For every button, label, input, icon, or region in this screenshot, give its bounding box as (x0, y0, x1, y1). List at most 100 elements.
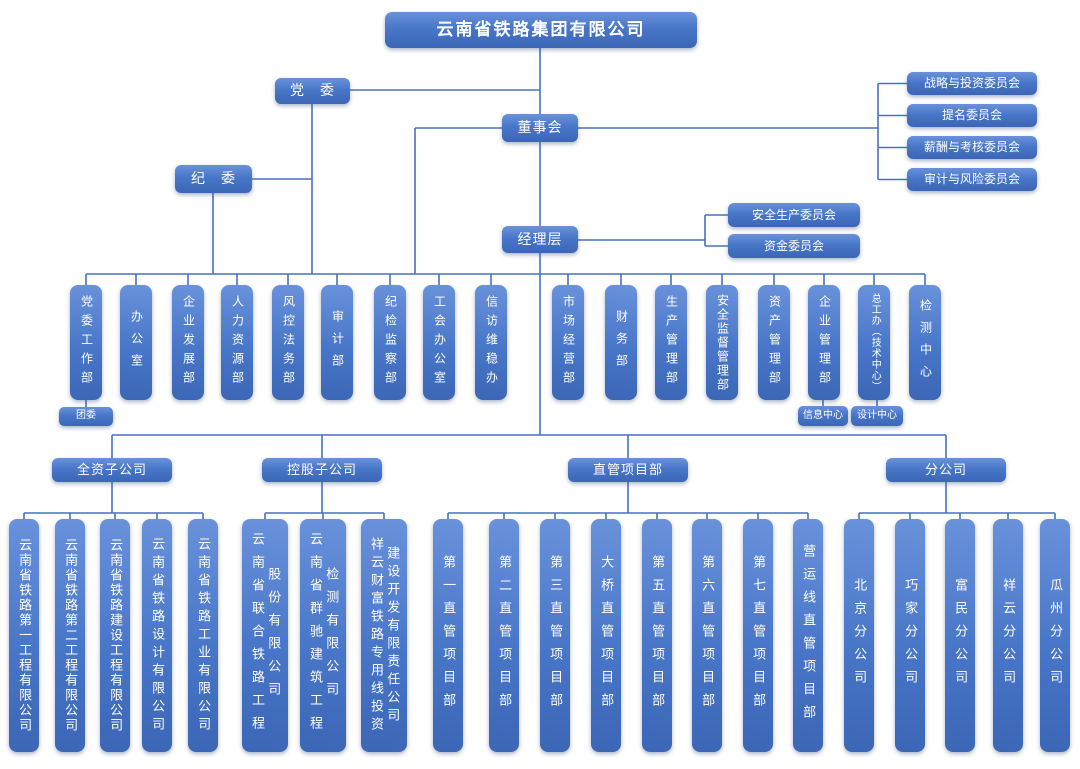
management-committee-box: 安全生产委员会 (728, 203, 860, 227)
department-box: 安全监督管理部 (706, 285, 738, 400)
company-box: 祥云分公司 (993, 519, 1023, 752)
box-label: 设计中心 (857, 409, 897, 421)
company-box: 第二直管项目部 (489, 519, 519, 752)
box-label: 第一直管项目部 (441, 555, 457, 716)
box-label: 云南省铁路建设工程有限公司 (108, 538, 124, 733)
company-box: 北京分公司 (844, 519, 874, 752)
box-label: 资产管理部 (767, 295, 782, 390)
department-box: 总工办（技术中心） (858, 285, 890, 400)
board-of-directors-box: 董事会 (502, 114, 578, 142)
department-box: 市场经营部 (552, 285, 584, 400)
sub-center-box: 设计中心 (851, 406, 903, 426)
department-box: 纪检监察部 (374, 285, 406, 400)
group-header-box: 全资子公司 (52, 458, 172, 482)
box-label: 市场经营部 (561, 295, 576, 390)
box-label: 安全监督管理部 (715, 293, 730, 392)
box-label: 人力资源部 (230, 295, 245, 390)
group-header-box: 直管项目部 (568, 458, 688, 482)
box-label: 办公室 (129, 309, 144, 376)
department-box: 工会办公室 (423, 285, 455, 400)
box-label: 企业管理部 (817, 295, 832, 390)
box-label: 云南省铁路工业有限公司 (196, 536, 212, 735)
box-label: 祥云财富铁路专用线投资 建设开发有限责任公司 (369, 536, 401, 735)
box-label: 薪酬与考核委员会 (923, 140, 1020, 154)
box-label: 纪检监察部 (383, 295, 398, 390)
board-committee-box: 提名委员会 (907, 104, 1037, 127)
department-box: 企业管理部 (808, 285, 840, 400)
box-label: 云南省群驰建筑工程 检测有限公司 (308, 532, 340, 739)
company-box: 巧家分公司 (895, 519, 925, 752)
box-label: 安全生产委员会 (751, 207, 836, 222)
box-label: 工会办公室 (432, 295, 447, 390)
company-box: 第七直管项目部 (743, 519, 773, 752)
box-label: 资金委员会 (763, 238, 824, 253)
company-box: 云南省铁路第一工程有限公司 (9, 519, 39, 752)
company-box: 云南省铁路设计有限公司 (142, 519, 172, 752)
management-level-box: 经理层 (502, 226, 578, 253)
box-label: 企业发展部 (181, 295, 196, 390)
box-label: 财务部 (614, 309, 629, 376)
company-box: 云南省联合铁路工程 股份有限公司 (242, 519, 288, 752)
company-box: 第五直管项目部 (642, 519, 672, 752)
box-label: 提名委员会 (941, 108, 1002, 122)
department-box: 人力资源部 (221, 285, 253, 400)
group-header-box: 控股子公司 (262, 458, 382, 482)
company-box: 富民分公司 (945, 519, 975, 752)
department-box: 审计部 (321, 285, 353, 400)
box-label: 营运线直管项目部 (801, 543, 817, 728)
box-label: 党委工作部 (79, 295, 94, 390)
sub-center-box: 团委 (59, 407, 113, 426)
company-title: 云南省铁路集团有限公司 (436, 20, 646, 40)
box-label: 瓜州分公司 (1048, 578, 1064, 693)
box-label: 总工办（技术中心） (869, 293, 881, 392)
box-label: 直管项目部 (592, 461, 663, 477)
department-box: 风控法务部 (272, 285, 304, 400)
discipline-committee-box: 纪 委 (175, 165, 252, 193)
box-label: 信息中心 (803, 409, 843, 421)
company-box: 第一直管项目部 (433, 519, 463, 752)
department-box: 生产管理部 (655, 285, 687, 400)
box-label: 第六直管项目部 (700, 555, 716, 716)
company-title-box: 云南省铁路集团有限公司 (385, 12, 697, 48)
board-committee-box: 审计与风险委员会 (907, 168, 1037, 191)
department-box: 检测中心 (909, 285, 941, 400)
company-box: 第三直管项目部 (540, 519, 570, 752)
company-box: 云南省铁路第二工程有限公司 (55, 519, 85, 752)
box-label: 全资子公司 (76, 461, 147, 477)
company-box: 祥云财富铁路专用线投资 建设开发有限责任公司 (361, 519, 407, 752)
party-committee-box: 党 委 (275, 78, 350, 104)
box-label: 团委 (76, 410, 96, 422)
box-label: 云南省联合铁路工程 股份有限公司 (250, 532, 282, 739)
company-box: 第六直管项目部 (692, 519, 722, 752)
company-box: 瓜州分公司 (1040, 519, 1070, 752)
board-committee-box: 战略与投资委员会 (907, 72, 1037, 95)
box-label: 祥云分公司 (1001, 578, 1017, 693)
management-committee-box: 资金委员会 (728, 234, 860, 258)
board-committee-box: 薪酬与考核委员会 (907, 136, 1037, 159)
box-label: 第二直管项目部 (497, 555, 513, 716)
department-box: 办公室 (120, 285, 152, 400)
box-label: 第七直管项目部 (751, 555, 767, 716)
box-label: 富民分公司 (953, 578, 969, 693)
group-header-box: 分公司 (886, 458, 1006, 482)
box-label: 云南省铁路第二工程有限公司 (63, 538, 79, 733)
box-label: 审计部 (330, 309, 345, 376)
box-label: 第三直管项目部 (548, 555, 564, 716)
box-label: 分公司 (924, 461, 967, 477)
box-label: 巧家分公司 (903, 578, 919, 693)
connector-path (23, 48, 1056, 519)
company-box: 云南省铁路建设工程有限公司 (100, 519, 130, 752)
department-box: 党委工作部 (70, 285, 102, 400)
box-label: 生产管理部 (664, 295, 679, 390)
box-label: 审计与风险委员会 (923, 172, 1020, 186)
box-label: 大桥直管项目部 (599, 555, 615, 716)
company-box: 云南省群驰建筑工程 检测有限公司 (300, 519, 346, 752)
company-box: 大桥直管项目部 (591, 519, 621, 752)
box-label: 北京分公司 (852, 578, 868, 693)
box-label: 控股子公司 (286, 461, 357, 477)
box-label: 第五直管项目部 (650, 555, 666, 716)
box-label: 信访维稳办 (484, 295, 499, 390)
box-label: 检测中心 (918, 298, 933, 387)
